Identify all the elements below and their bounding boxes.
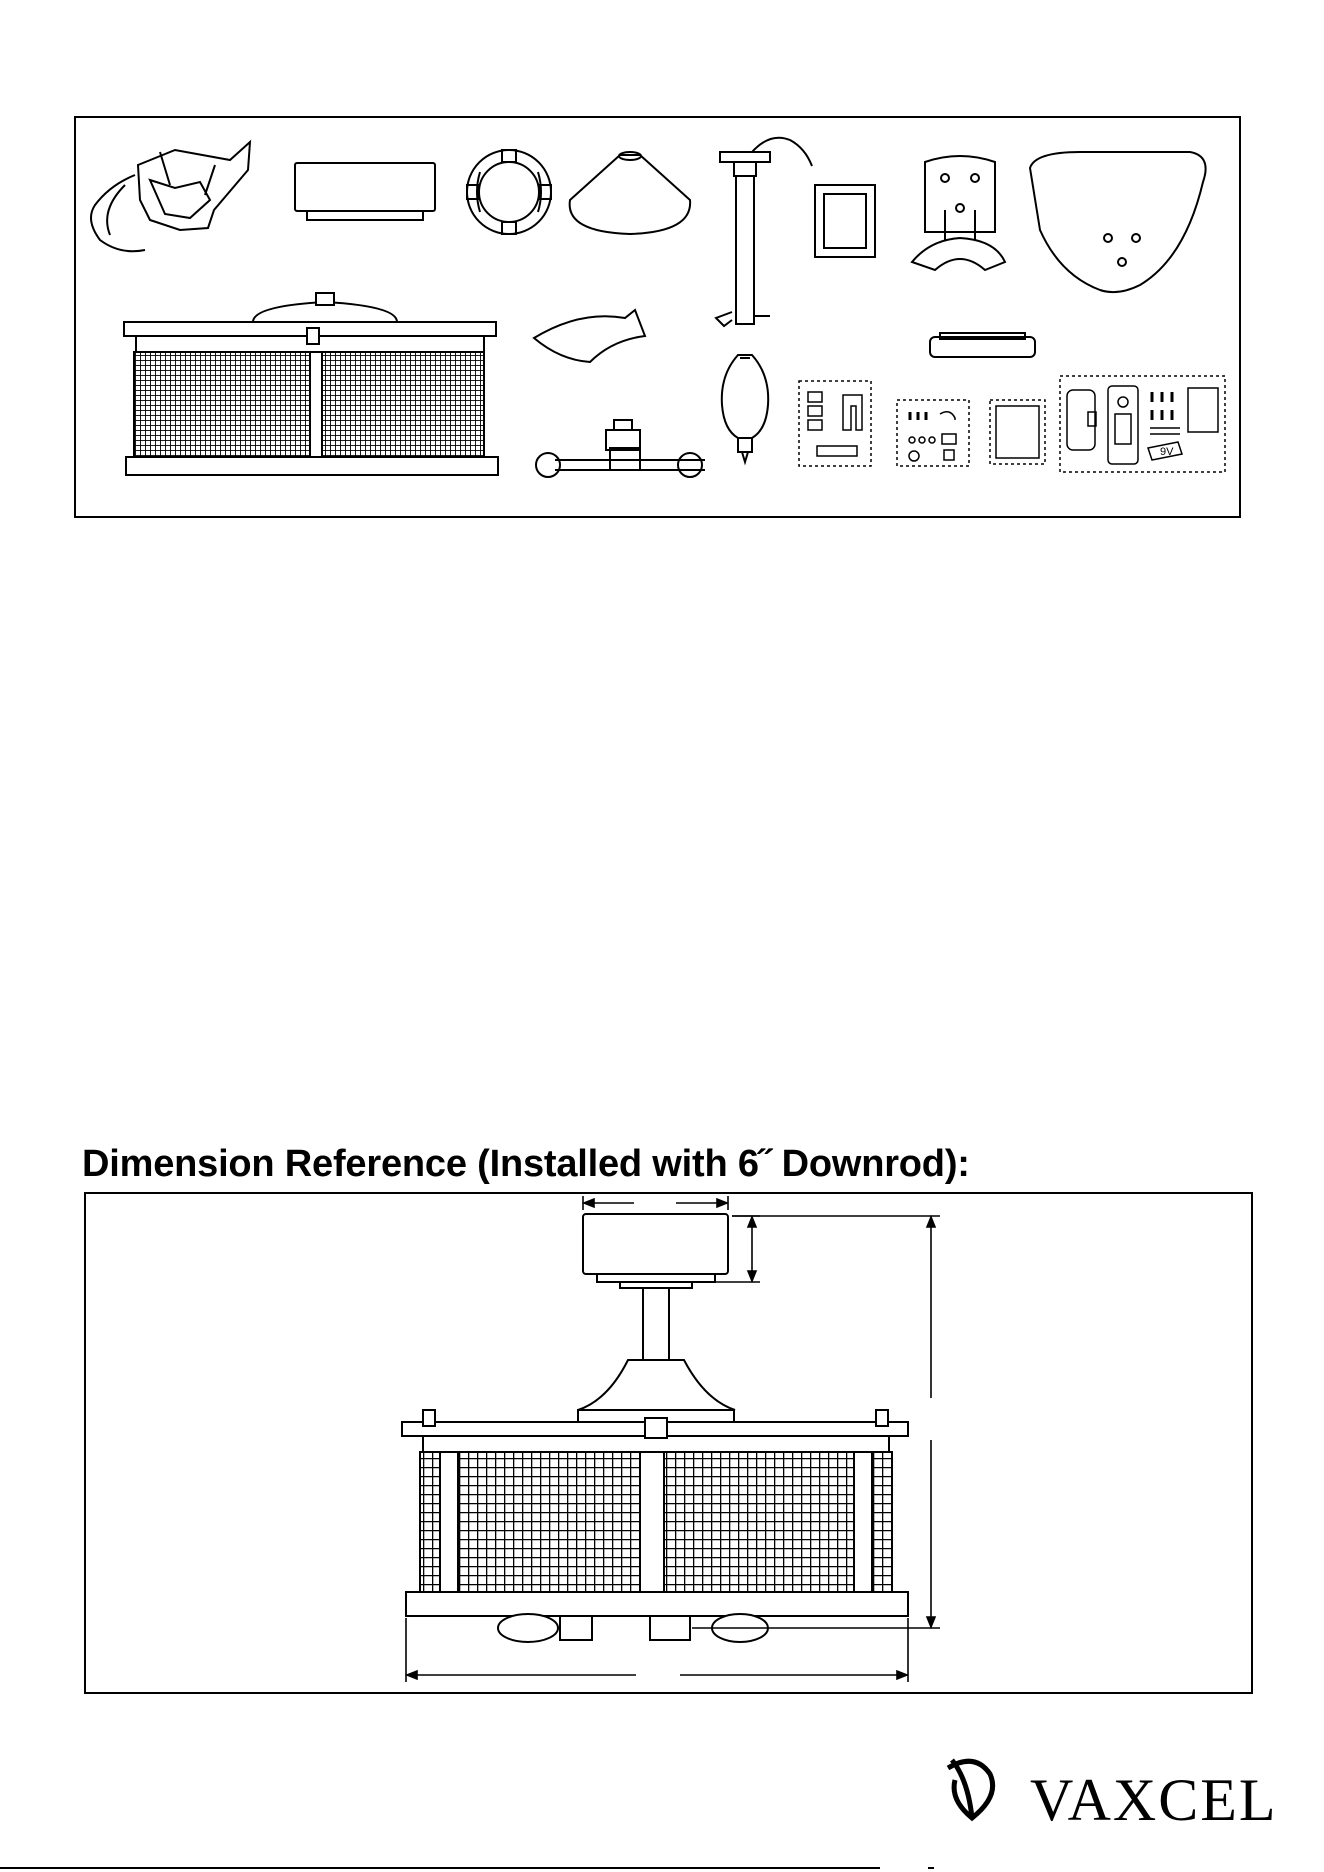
light-kit-icon bbox=[536, 420, 705, 477]
remote-kit-icon bbox=[1060, 376, 1225, 472]
coupling-cover-icon bbox=[570, 152, 690, 234]
switch-cover-icon bbox=[815, 185, 875, 257]
manual-icon bbox=[990, 400, 1045, 464]
hardware-bag-icon bbox=[799, 381, 871, 466]
canopy-icon bbox=[295, 163, 435, 220]
brand-name: VAXCEL bbox=[1030, 1766, 1278, 1835]
canopy-ring-icon bbox=[467, 150, 551, 234]
fan-blade-icon bbox=[1030, 152, 1206, 292]
battery-label: 9V bbox=[1160, 446, 1174, 458]
blade-tip-icon bbox=[534, 310, 645, 362]
blade-bracket-icon bbox=[912, 156, 1005, 270]
dimension-reference-title: Dimension Reference (Installed with 6˝ D… bbox=[82, 1143, 970, 1186]
mounting-bracket-icon bbox=[91, 142, 250, 251]
downrod-icon bbox=[716, 138, 812, 326]
glass-plate-icon bbox=[930, 333, 1035, 357]
fan-motor-cage-icon bbox=[124, 293, 498, 475]
screws-bag-icon bbox=[897, 400, 969, 466]
dimension-fan-drawing bbox=[402, 1214, 908, 1642]
vaxcel-logo-icon bbox=[948, 1760, 993, 1818]
edison-bulb-icon bbox=[722, 355, 768, 462]
